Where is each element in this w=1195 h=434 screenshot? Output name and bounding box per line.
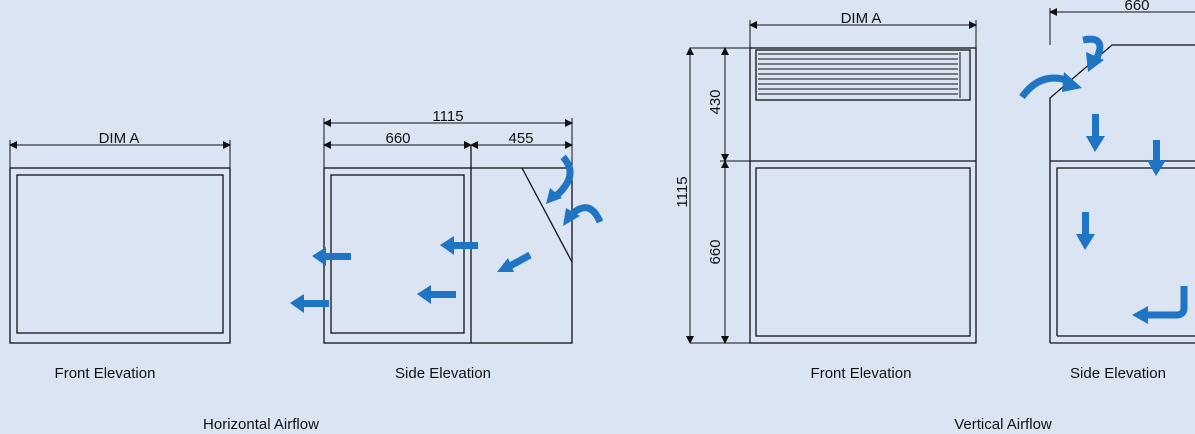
caption-horizontal-airflow: Horizontal Airflow [203, 416, 319, 433]
curved-arrow-icon [553, 154, 574, 199]
v-front-dim-430: 430 [707, 89, 724, 114]
h-side-dim-455: 455 [508, 130, 533, 147]
caption-h-side-elevation: Side Elevation [395, 365, 491, 382]
grille-icon [758, 52, 961, 98]
caption-h-front-elevation: Front Elevation [55, 365, 156, 382]
v-front-elevation: DIM A 1115 430 660 [674, 10, 977, 344]
arrow-down-icon [1086, 114, 1105, 152]
arrow-down-icon [1147, 140, 1166, 176]
arrowhead-icon [546, 188, 562, 204]
arrow-left-icon [312, 247, 351, 266]
curved-arrow-icon [1148, 286, 1188, 319]
curved-arrow-icon [1019, 74, 1068, 100]
arrowhead-icon [1062, 72, 1082, 92]
v-side-dim-660: 660 [1124, 0, 1149, 14]
h-side-dim-660: 660 [385, 130, 410, 147]
h-airflow-arrows [290, 154, 604, 313]
arrow-diagonal-icon [497, 251, 532, 272]
curved-arrow-icon [1082, 35, 1104, 62]
arrowhead-icon [563, 208, 580, 226]
h-front-dim-a: DIM A [99, 130, 140, 147]
v-front-dim-a: DIM A [841, 10, 882, 27]
caption-v-front-elevation: Front Elevation [811, 365, 912, 382]
arrow-left-icon [440, 236, 478, 255]
curved-arrow-icon [569, 204, 604, 224]
h-side-dim-1115: 1115 [432, 108, 463, 125]
v-front-dim-660: 660 [707, 239, 724, 264]
v-airflow-arrows [1019, 35, 1188, 324]
v-side-elevation: 660 [1049, 0, 1195, 344]
arrowhead-icon [1132, 306, 1148, 324]
arrow-down-icon [1076, 212, 1095, 250]
h-side-elevation: 1115 660 455 [323, 108, 573, 344]
arrow-left-icon [290, 294, 329, 313]
caption-vertical-airflow: Vertical Airflow [954, 416, 1052, 433]
h-front-elevation: DIM A [9, 130, 231, 344]
arrowhead-icon [1086, 52, 1104, 72]
caption-v-side-elevation: Side Elevation [1070, 365, 1166, 382]
v-front-dim-1115: 1115 [674, 176, 691, 207]
arrow-left-icon [417, 285, 456, 304]
